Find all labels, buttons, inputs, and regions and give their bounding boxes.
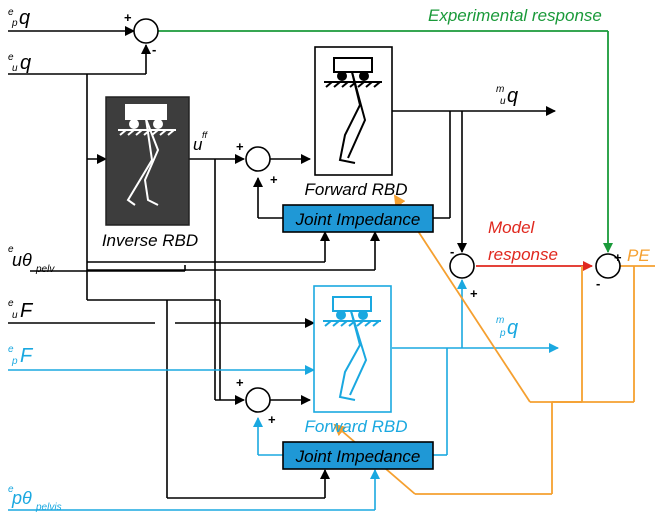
- sign-plus-pe: +: [614, 250, 622, 265]
- svg-text:ff: ff: [202, 130, 209, 140]
- svg-text:u: u: [12, 63, 18, 74]
- sign-marks: + - + + - + + - + +: [124, 10, 622, 427]
- sum-pe: [595, 253, 621, 279]
- label-eu-F: e u F: [8, 298, 34, 322]
- label-eu-theta-pelv: e uθ pelv: [8, 244, 55, 275]
- sum-top-error: [133, 18, 159, 44]
- joint-impedance-bottom-block: Joint Impedance: [282, 441, 434, 470]
- svg-text:pθ: pθ: [11, 488, 32, 508]
- svg-text:u: u: [12, 310, 18, 321]
- inverse-rbd-block: [105, 96, 190, 226]
- sign-plus-fwd-bottom-bottom: +: [268, 412, 276, 427]
- label-ep-theta-pelvis: e pθ pelvis: [8, 484, 62, 513]
- svg-text:q: q: [507, 317, 518, 339]
- summing-junctions: [133, 18, 621, 413]
- svg-text:e: e: [8, 298, 14, 309]
- label-mu-q: m u q: [496, 84, 518, 107]
- label-eu-q: e u q: [8, 52, 31, 74]
- forward-rbd-top-label: Forward RBD: [305, 180, 408, 199]
- black-wires: [8, 26, 556, 499]
- model-response-label-line2: response: [488, 245, 558, 264]
- sum-forward-top: [245, 146, 271, 172]
- forward-rbd-top-block: [314, 46, 393, 176]
- blue-wires: [8, 279, 559, 511]
- experimental-response-label: Experimental response: [428, 6, 602, 25]
- svg-text:q: q: [507, 85, 518, 107]
- svg-text:p: p: [11, 356, 18, 367]
- svg-text:F: F: [20, 300, 34, 322]
- forward-rbd-bottom-block: [313, 285, 392, 413]
- svg-text:pelvis: pelvis: [35, 502, 62, 513]
- svg-text:q: q: [19, 7, 30, 29]
- svg-text:pelv: pelv: [35, 264, 55, 275]
- svg-text:q: q: [20, 52, 31, 74]
- svg-text:uθ: uθ: [12, 250, 32, 270]
- svg-text:m: m: [496, 84, 504, 95]
- sum-model-response: [449, 253, 475, 279]
- sign-minus-pe: -: [596, 276, 600, 291]
- svg-text:m: m: [496, 315, 504, 326]
- sign-plus-top: +: [124, 10, 132, 25]
- svg-text:F: F: [20, 345, 34, 367]
- svg-text:e: e: [8, 484, 14, 495]
- sign-plus-fwd-top-left: +: [236, 139, 244, 154]
- svg-text:p: p: [499, 328, 506, 339]
- svg-text:e: e: [8, 52, 14, 63]
- sum-forward-bottom: [245, 387, 271, 413]
- svg-text:p: p: [11, 18, 18, 29]
- svg-text:e: e: [8, 344, 14, 355]
- label-mp-q: m p q: [496, 315, 518, 339]
- label-uff: u ff: [193, 130, 209, 154]
- svg-text:u: u: [500, 96, 506, 107]
- pe-label: PE: [627, 246, 650, 265]
- inverse-rbd-label: Inverse RBD: [102, 231, 198, 250]
- joint-impedance-top-label: Joint Impedance: [295, 210, 421, 229]
- joint-impedance-top-block: Joint Impedance: [282, 204, 434, 233]
- sign-plus-model: +: [470, 286, 478, 301]
- sign-minus-top: -: [152, 42, 156, 57]
- svg-text:e: e: [8, 7, 14, 18]
- experimental-path: [158, 30, 613, 253]
- sign-plus-fwd-bottom-left: +: [236, 375, 244, 390]
- label-ep-q: e p q: [8, 7, 30, 29]
- svg-text:e: e: [8, 244, 14, 255]
- sign-minus-model: -: [450, 244, 454, 259]
- svg-text:u: u: [193, 135, 203, 154]
- model-response-label-line1: Model: [488, 218, 536, 237]
- forward-rbd-bottom-label: Forward RBD: [305, 417, 408, 436]
- label-ep-F: e p F: [8, 344, 34, 367]
- sign-plus-fwd-top-bottom: +: [270, 172, 278, 187]
- joint-impedance-bottom-label: Joint Impedance: [295, 447, 421, 466]
